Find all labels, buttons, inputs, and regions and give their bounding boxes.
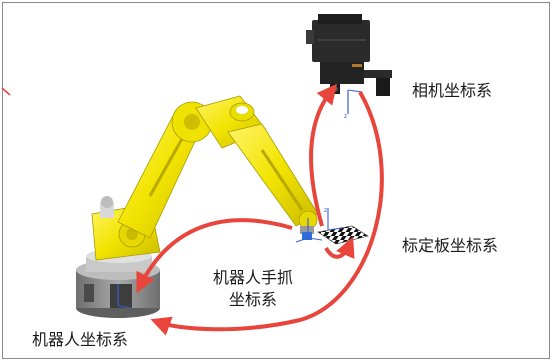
robot-arm (91, 95, 319, 261)
label-gripper-frame: 机器人手抓 坐标系 (203, 268, 303, 310)
arrow-camera-to-robot-base (150, 91, 384, 336)
camera-axes: z (344, 89, 363, 120)
robot-base-axes (117, 284, 133, 309)
label-gripper-line1: 机器人手抓 (212, 268, 293, 287)
edge-mark (1, 87, 11, 96)
svg-text:z: z (324, 207, 327, 214)
gripper-axes (295, 218, 323, 243)
label-calibration-board-frame: 标定板坐标系 (402, 236, 499, 255)
arrow-gripper-to-robot-base (136, 218, 293, 294)
arrow-board-loop (324, 236, 355, 259)
calibration-board (317, 225, 369, 245)
label-camera-frame: 相机坐标系 (412, 81, 493, 100)
arrow-board-to-camera (309, 83, 338, 227)
svg-text:z: z (344, 113, 347, 120)
label-gripper-line2: 坐标系 (228, 290, 277, 309)
robot-base (76, 249, 160, 318)
label-robot-base-frame: 机器人坐标系 (32, 330, 129, 349)
board-axes: z (324, 207, 343, 231)
camera-device (306, 14, 392, 96)
